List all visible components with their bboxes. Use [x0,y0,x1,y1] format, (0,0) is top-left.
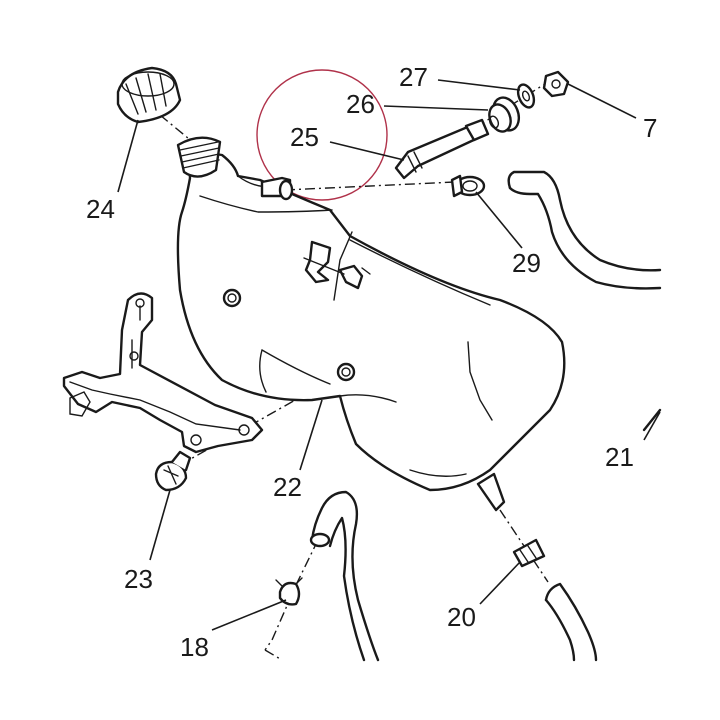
callout-23: 23 [124,564,153,594]
callout-25: 25 [290,122,319,152]
screw [154,450,192,492]
hose-clip-lower [275,577,303,606]
washer [516,83,536,109]
callout-18: 18 [180,632,209,662]
callout-24: 24 [86,194,115,224]
callout-26: 26 [346,89,375,119]
highlight-circle [256,69,388,201]
leader-lines [117,79,661,631]
upper-hose [507,170,662,290]
nut [542,70,570,98]
callout-labels: 24 25 26 27 7 29 21 22 23 20 18 [86,62,657,662]
grommet [488,96,521,133]
breather-bolt [394,118,490,180]
callout-20: 20 [447,602,476,632]
callout-27: 27 [399,62,428,92]
callout-21: 21 [605,442,634,472]
mounting-bracket [62,292,264,454]
callout-22: 22 [273,472,302,502]
drain-hose [544,582,598,662]
side-line [642,408,662,432]
callout-29: 29 [512,248,541,278]
lower-hose [309,490,380,662]
callout-7: 7 [643,113,657,143]
hose-clamp-upper [450,174,486,198]
sleeve [512,538,546,568]
tank-body [176,136,566,512]
filler-cap [116,66,182,124]
